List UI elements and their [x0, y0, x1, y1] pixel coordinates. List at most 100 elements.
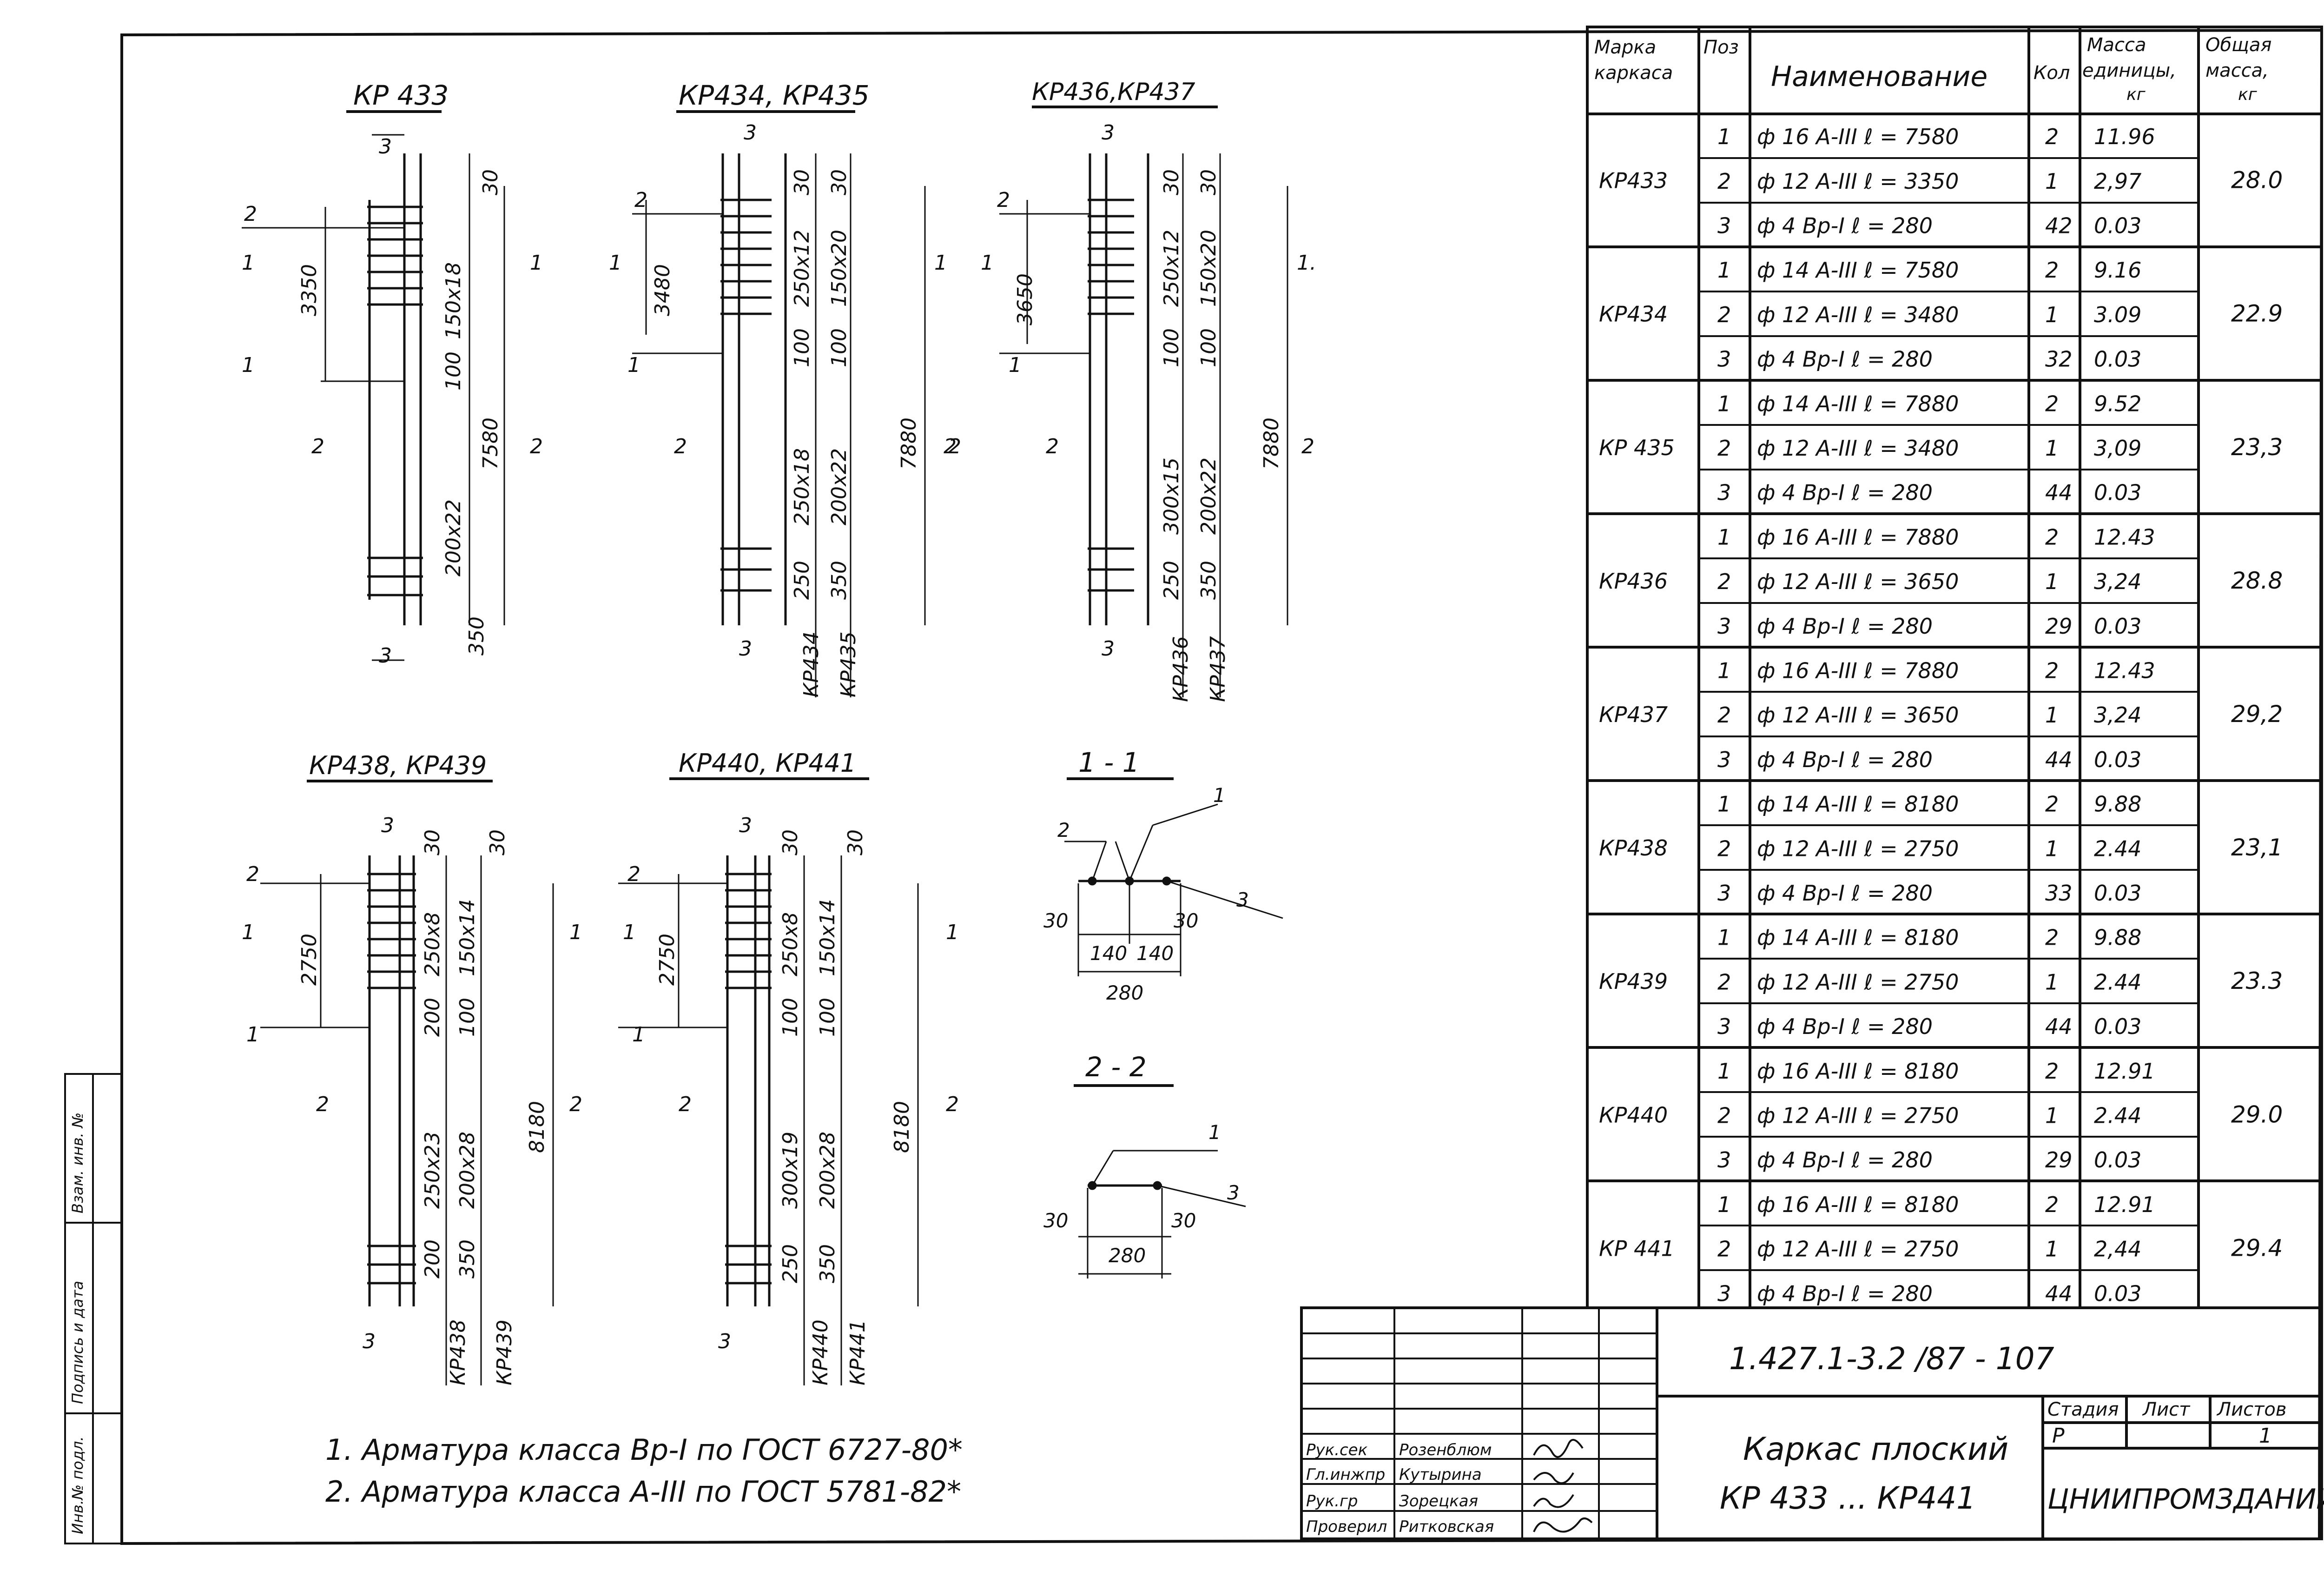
kr440-dim-100a: 100 — [779, 998, 802, 1037]
kr440-pos-1-right: 1 — [946, 921, 959, 944]
table-qty: 2 — [2045, 792, 2059, 817]
kr440-dim-8180: 8180 — [890, 1101, 914, 1153]
table-name: ф 16 A-III ℓ = 7580 — [1757, 124, 1959, 149]
stage-value: Р — [2052, 1424, 2065, 1448]
table-name: ф 12 A-III ℓ = 2750 — [1757, 969, 1959, 994]
kr434-pos-1-mid: 1 — [627, 353, 640, 377]
kr438-dim-150x14: 150x14 — [456, 899, 479, 976]
s11-dim-30b: 30 — [1174, 909, 1198, 932]
table-total-mass: 23,3 — [2231, 434, 2283, 461]
th-mark: Марка — [1594, 37, 1656, 58]
kr433-dim-100: 100 — [442, 351, 465, 391]
kr440-pos-1-left: 1 — [623, 921, 636, 944]
kr438-dim-30a: 30 — [421, 829, 444, 855]
kr438-mark-438: КР438 — [446, 1319, 470, 1385]
table-name: ф 4 Вр-I ℓ = 280 — [1757, 1014, 1933, 1039]
table-unit-mass: 12.91 — [2094, 1059, 2155, 1084]
signer-role-2: Гл.инжпр — [1306, 1465, 1385, 1484]
table-unit-mass: 0.03 — [2094, 347, 2141, 372]
s11-dim-30a: 30 — [1043, 909, 1068, 932]
table-name: ф 16 A-III ℓ = 8180 — [1757, 1059, 1959, 1084]
table-qty: 2 — [2045, 391, 2059, 416]
table-qty: 33 — [2045, 881, 2073, 906]
kr436-dim-100b: 100 — [1197, 328, 1221, 367]
side-stamp-1: Инв.№ подл. — [69, 1436, 86, 1534]
table-unit-mass: 9.88 — [2094, 925, 2141, 950]
kr433-dim-30: 30 — [479, 169, 502, 195]
table-pos: 1 — [1717, 925, 1731, 950]
s22-dim-30b: 30 — [1171, 1209, 1196, 1232]
table-unit-mass: 12.43 — [2094, 524, 2155, 550]
kr438-dim-200b: 200 — [421, 1239, 444, 1279]
table-unit-mass: 0.03 — [2094, 881, 2141, 906]
table-pos: 1 — [1717, 258, 1731, 283]
kr440-dim-200x28: 200x28 — [816, 1132, 839, 1209]
table-total-mass: 23,1 — [2231, 834, 2283, 861]
table-name: ф 4 Вр-I ℓ = 280 — [1757, 1147, 1933, 1173]
table-pos: 1 — [1717, 124, 1731, 149]
table-qty: 1 — [2045, 702, 2059, 728]
drawing-kr440-441-title: КР440, КР441 — [679, 749, 856, 778]
table-qty: 1 — [2045, 302, 2059, 327]
kr438-dim-100: 100 — [456, 998, 479, 1037]
kr434-dim-100b: 100 — [827, 328, 851, 367]
kr440-dim-350: 350 — [816, 1244, 839, 1283]
table-pos: 3 — [1717, 747, 1731, 772]
table-mark: КР436 — [1599, 569, 1668, 594]
kr433-pos-3-top: 3 — [379, 135, 392, 159]
drawing-kr436-437-title: КР436,КР437 — [1032, 78, 1195, 106]
signer-role-1: Рук.сек — [1306, 1441, 1368, 1459]
drawing-kr434-435-title: КР434, КР435 — [679, 79, 870, 111]
kr438-pos-2-right: 2 — [569, 1093, 582, 1116]
kr434-dim-250: 250 — [790, 561, 814, 600]
table-pos: 3 — [1717, 1147, 1731, 1173]
table-name: ф 16 A-III ℓ = 7880 — [1757, 524, 1959, 550]
table-qty: 1 — [2045, 169, 2059, 194]
kr440-dim-250: 250 — [779, 1244, 802, 1283]
th-name: Наименование — [1771, 60, 1987, 93]
table-pos: 3 — [1717, 213, 1731, 238]
kr433-pos-2-top: 2 — [244, 202, 257, 226]
kr433-pos-2-left: 2 — [311, 435, 324, 458]
table-qty: 2 — [2045, 925, 2059, 950]
kr436-dim-350: 350 — [1197, 561, 1221, 600]
kr440-pos-2-top: 2 — [627, 862, 640, 886]
kr436-mark-436: КР436 — [1169, 636, 1193, 702]
section-1-1-title: 1 - 1 — [1078, 747, 1140, 778]
table-total-mass: 28.8 — [2231, 567, 2283, 594]
table-name: ф 12 A-III ℓ = 2750 — [1757, 1103, 1959, 1128]
signatures — [1533, 1439, 1593, 1533]
table-name: ф 14 A-III ℓ = 7580 — [1757, 258, 1959, 283]
kr438-dim-30b: 30 — [486, 829, 509, 855]
kr438-dim-2750: 2750 — [297, 934, 321, 986]
table-pos: 2 — [1717, 836, 1731, 861]
signer-name-1: Розенблюм — [1399, 1441, 1492, 1459]
table-total-mass: 22.9 — [2231, 300, 2283, 327]
kr438-dim-250x23: 250x23 — [421, 1132, 444, 1209]
th-total-2: масса, — [2205, 60, 2269, 81]
kr440-pos-1-mid: 1 — [632, 1023, 645, 1047]
side-stamp-2: Подпись и дата — [69, 1281, 86, 1404]
table-mark: КР440 — [1599, 1102, 1668, 1127]
doc-number: 1.427.1-3.2 /87 - 107 — [1729, 1341, 2054, 1377]
table-mark: КР 441 — [1599, 1236, 1675, 1261]
table-unit-mass: 9.88 — [2094, 792, 2141, 817]
table-unit-mass: 2.44 — [2094, 969, 2141, 994]
table-unit-mass: 3,24 — [2094, 569, 2141, 594]
kr436-pos-2-right: 2 — [1301, 435, 1314, 458]
table-name: ф 4 Вр-I ℓ = 280 — [1757, 213, 1933, 238]
kr434-dim-100a: 100 — [790, 328, 814, 367]
table-unit-mass: 2,97 — [2094, 169, 2141, 194]
kr433-pos-1-right: 1 — [530, 251, 543, 275]
kr440-mark-441: КР441 — [846, 1319, 870, 1385]
kr438-pos-1-mid: 1 — [246, 1023, 259, 1047]
kr438-dim-200: 200 — [421, 998, 444, 1037]
table-qty: 32 — [2045, 347, 2073, 372]
table-unit-mass: 0.03 — [2094, 1014, 2141, 1039]
kr433-dim-200x22: 200x22 — [442, 499, 465, 576]
table-mark: КР434 — [1599, 302, 1668, 327]
kr440-dim-250x8: 250x8 — [779, 912, 802, 976]
signer-name-3: Зорецкая — [1399, 1492, 1478, 1510]
kr436-dim-3650: 3650 — [1013, 273, 1037, 325]
